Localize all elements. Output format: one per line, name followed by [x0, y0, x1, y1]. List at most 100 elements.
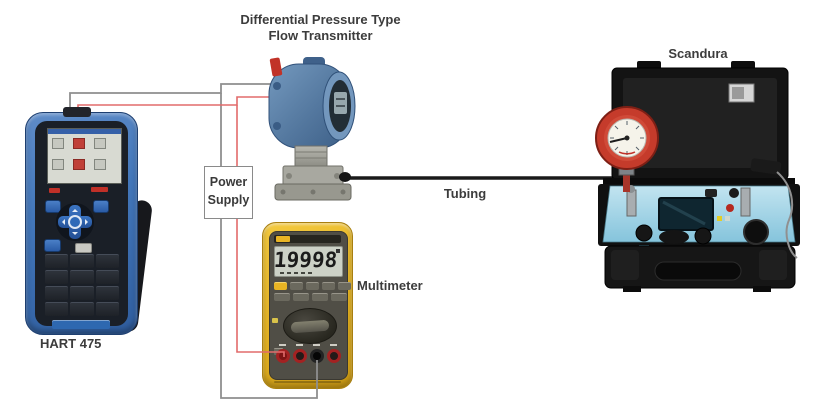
manifold-bolt [280, 189, 286, 195]
housing-bolt [273, 82, 281, 90]
calibrator-label: Scandura [668, 46, 728, 61]
tubing-fitting [339, 172, 351, 182]
side-connector [750, 158, 782, 175]
jack-label [296, 344, 303, 346]
tab-key-button [44, 239, 61, 252]
indicator-lamp [717, 216, 722, 221]
config-icon [52, 159, 64, 170]
power-supply-box: Power Supply [204, 166, 253, 219]
hart-bottom-badge [52, 320, 110, 329]
keypad-key [45, 302, 69, 316]
hart-communicator [25, 107, 153, 335]
model-mark [91, 187, 108, 192]
rotary-dial [283, 308, 337, 344]
keypad-key [45, 270, 69, 284]
milliamps-jack [293, 349, 307, 363]
hart-screen-icon-row [52, 159, 116, 170]
enter-button [68, 215, 82, 229]
panel-knob [635, 224, 653, 242]
backlight-key-button [75, 243, 92, 253]
display-annunciator-icon [336, 249, 340, 253]
keypad-key [70, 286, 94, 300]
gauge-red-scale [618, 151, 636, 155]
brand-logo [276, 236, 290, 242]
transmitter-title-line1: Differential Pressure Type [240, 12, 401, 27]
hart-keypad [45, 254, 119, 316]
keypad-key [95, 270, 119, 284]
button-row-1 [274, 282, 351, 290]
keypad-key [95, 302, 119, 316]
hart-app-icon [73, 159, 85, 170]
transmitter-tag [269, 57, 283, 77]
flange-bolt [334, 173, 340, 179]
function-button [331, 293, 347, 301]
listen-icon [94, 159, 106, 170]
transmitter-lcd [334, 92, 347, 114]
brand-mark [49, 188, 60, 193]
keypad-key [95, 286, 119, 300]
gray-wire-to-multimeter-com [220, 93, 318, 399]
arrow-down-icon [72, 232, 78, 238]
case-foot [753, 286, 771, 292]
multimeter-brand-strip [274, 235, 341, 243]
multimeter: 19998 [262, 222, 353, 389]
hart-screen [47, 128, 122, 184]
toggle-switch [705, 189, 717, 197]
power-supply-label-line2: Supply [207, 193, 250, 207]
multimeter-display: 19998 [273, 246, 343, 277]
function-button [312, 293, 328, 301]
left-port-fitting [626, 189, 637, 217]
holster-seam [274, 381, 341, 383]
transmitter-title-line2: Flow Transmitter [268, 28, 373, 43]
scandura-calibrator [595, 61, 800, 292]
function-button [322, 282, 335, 290]
housing-bolt [273, 122, 281, 130]
keypad-key [70, 254, 94, 268]
hart-screen-titlebar [48, 129, 121, 134]
panel-knob-wide [659, 230, 689, 244]
settings-icon [94, 138, 106, 149]
volts-jack [327, 349, 341, 363]
hart-label: HART 475 [40, 336, 102, 351]
case-handle [654, 261, 742, 281]
keypad-key [70, 270, 94, 284]
menu-icon [52, 138, 64, 149]
gauge-hub [624, 135, 630, 141]
red-valve [726, 204, 734, 212]
dial-range-mark [272, 318, 278, 323]
softkey-left-button [45, 200, 61, 213]
function-button [306, 282, 319, 290]
jack-label [279, 344, 286, 346]
arrow-up-icon [72, 206, 78, 212]
display-annunciators [280, 272, 314, 274]
multimeter-label: Multimeter [357, 278, 423, 293]
manifold-bolt [310, 189, 316, 195]
keypad-key [45, 254, 69, 268]
backlight-button [274, 282, 287, 290]
gauge-needle [609, 137, 628, 143]
keypad-key [70, 302, 94, 316]
case-hinge [603, 178, 795, 187]
manifold-bolt [340, 189, 346, 195]
right-port-fitting [740, 187, 751, 217]
power-supply-label-line1: Power [209, 175, 248, 189]
softkey-right-button [93, 200, 109, 213]
hart-lead-connector [63, 107, 91, 117]
side-cable [776, 171, 798, 259]
pressure-adjust-knob [743, 219, 769, 245]
function-button [338, 282, 351, 290]
arrow-left-icon [59, 219, 65, 225]
transmitter-neck [294, 145, 328, 169]
function-button [274, 293, 290, 301]
hart-screen-icon-row [52, 138, 116, 149]
function-button [293, 293, 309, 301]
display-glare [662, 200, 706, 226]
corner-guard [611, 250, 639, 280]
jack-label [313, 344, 320, 346]
hart-dpad [56, 203, 94, 241]
red-wire-to-multimeter-jack [236, 105, 285, 357]
keypad-key [95, 254, 119, 268]
keypad-key [45, 286, 69, 300]
tubing-label: Tubing [443, 186, 487, 201]
